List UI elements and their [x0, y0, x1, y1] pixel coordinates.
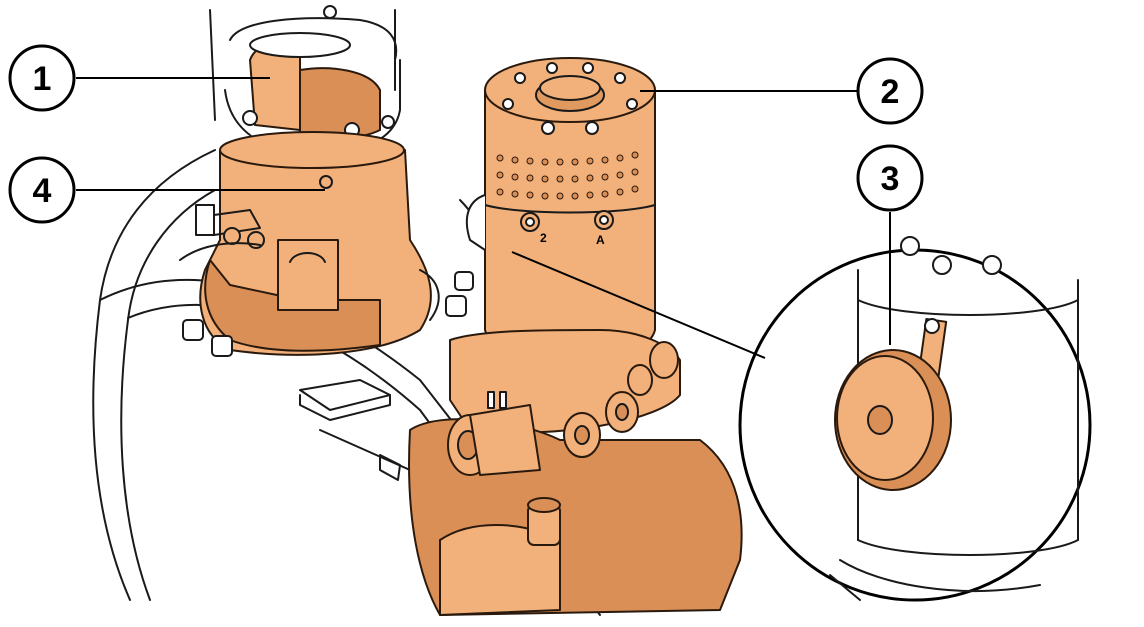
- callout-4: 4: [8, 156, 76, 224]
- callout-3-label: 3: [881, 160, 900, 198]
- callout-4-label: 4: [33, 172, 52, 210]
- drive-unit-icon: [179, 131, 474, 357]
- callout-1-label: 1: [33, 60, 52, 98]
- leader-lines: [76, 77, 891, 359]
- callout-3: 3: [856, 144, 924, 212]
- callout-2: 2: [856, 57, 924, 125]
- horn-detail-view: [738, 236, 1092, 602]
- leader-line-detail: [511, 251, 766, 359]
- callout-2-label: 2: [881, 73, 900, 111]
- horn-icon: [834, 318, 952, 491]
- callout-1: 1: [8, 44, 76, 112]
- hydraulic-block: [408, 329, 743, 616]
- pump-motor-icon: 2 A: [465, 57, 656, 361]
- terminal-label-right: A: [596, 233, 605, 247]
- terminal-label-left: 2: [540, 231, 547, 245]
